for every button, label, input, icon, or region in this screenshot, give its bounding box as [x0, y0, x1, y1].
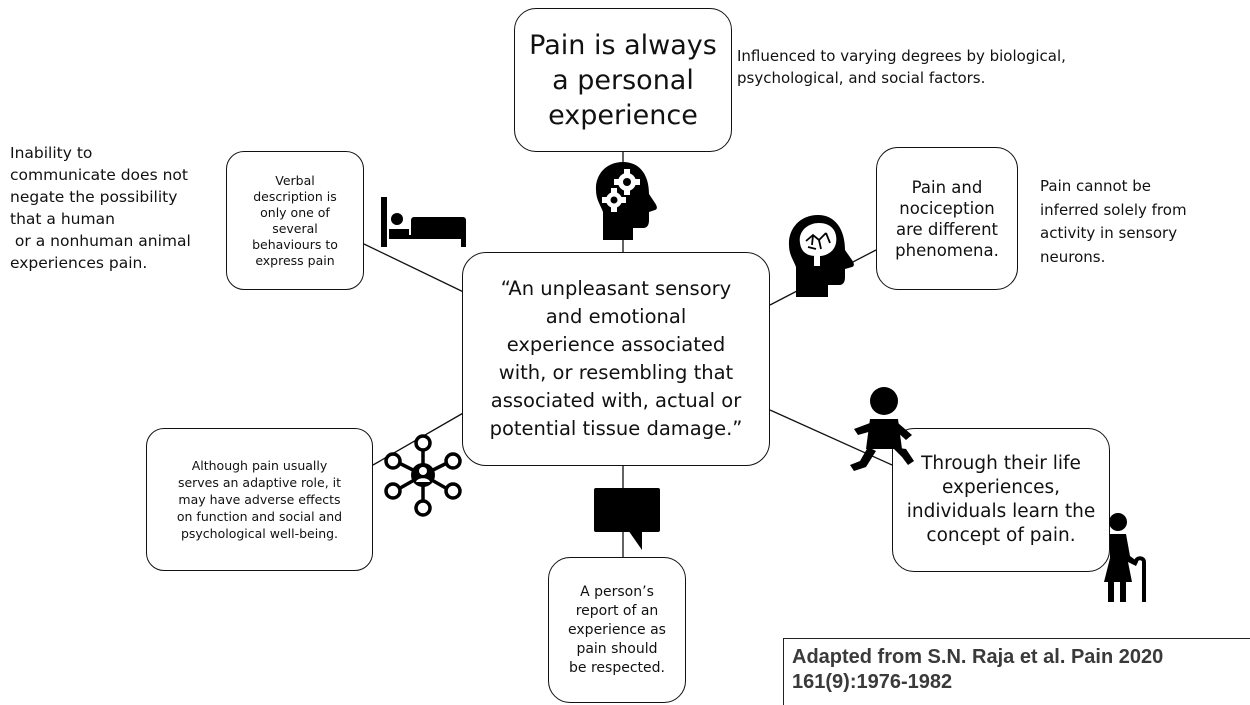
- social-network-icon: [384, 434, 462, 517]
- lower-left-box-text: Although pain usually serves an adaptive…: [176, 458, 343, 541]
- center-definition-box: “An unpleasant sensory and emotional exp…: [462, 252, 770, 466]
- lower-left-box-adaptive-role: Although pain usually serves an adaptive…: [146, 428, 373, 571]
- baby-icon: [850, 387, 914, 471]
- left-box-verbal-description: Verbal description is only one of severa…: [226, 151, 364, 290]
- left-box-text: Verbal description is only one of severa…: [252, 172, 338, 268]
- top-note: Influenced to varying degrees by biologi…: [737, 47, 1066, 87]
- bottom-box-text: A person’s report of an experience as pa…: [568, 583, 666, 676]
- elderly-person-with-cane-icon: [1104, 513, 1146, 602]
- top-box-text: Pain is always a personal experience: [529, 29, 717, 131]
- right-box-text: Pain and nociception are different pheno…: [895, 177, 999, 260]
- lower-right-box-text: Through their life experiences, individu…: [906, 453, 1096, 546]
- right-box-nociception: Pain and nociception are different pheno…: [876, 147, 1018, 290]
- head-gears-icon: [595, 162, 657, 240]
- lower-right-box-life-experiences: Through their life experiences, individu…: [892, 428, 1110, 572]
- speech-bubble-icon: [594, 488, 660, 550]
- citation-box: Adapted from S.N. Raja et al. Pain 2020 …: [783, 638, 1250, 705]
- bottom-box-report-respected: A person’s report of an experience as pa…: [548, 557, 686, 703]
- connector-left: [363, 243, 477, 299]
- person-in-bed-icon: [381, 197, 466, 247]
- top-box-personal-experience: Pain is always a personal experience: [514, 8, 732, 152]
- right-note: Pain cannot be inferred solely from acti…: [1040, 177, 1187, 266]
- center-definition-text: “An unpleasant sensory and emotional exp…: [489, 277, 743, 440]
- left-note: Inability to communicate does not negate…: [10, 144, 191, 272]
- head-brain-icon: [788, 215, 854, 297]
